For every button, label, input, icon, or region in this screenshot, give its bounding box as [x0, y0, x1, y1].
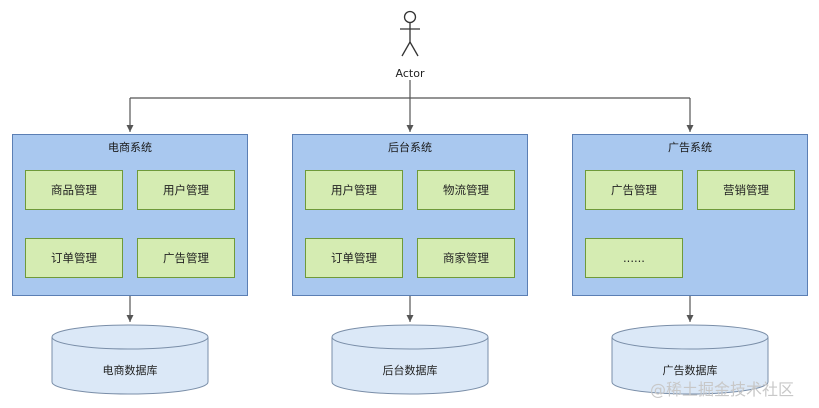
module-box: 订单管理 — [305, 238, 403, 278]
system-title: 电商系统 — [108, 141, 152, 154]
module-box: 订单管理 — [25, 238, 123, 278]
actor-connectors — [126, 80, 694, 132]
module-box: 物流管理 — [417, 170, 515, 210]
system-title: 后台系统 — [388, 141, 432, 154]
system-ecommerce: 电商系统 商品管理 用户管理 订单管理 广告管理 — [12, 134, 248, 296]
system-title: 广告系统 — [668, 141, 712, 154]
module-box: 用户管理 — [305, 170, 403, 210]
database-label: 后台数据库 — [382, 364, 438, 377]
module-box: 广告管理 — [137, 238, 235, 278]
module-box: 商家管理 — [417, 238, 515, 278]
database-label: 广告数据库 — [662, 364, 718, 377]
watermark: @稀土掘金技术社区 — [650, 380, 795, 399]
module-box: 营销管理 — [697, 170, 795, 210]
system-advertising: 广告系统 广告管理 营销管理 ...... — [572, 134, 808, 296]
actor-figure-icon — [400, 10, 420, 57]
module-box: ...... — [585, 238, 683, 278]
database-label: 电商数据库 — [102, 364, 158, 377]
database-connectors — [126, 296, 694, 322]
database-cylinder-3 — [611, 324, 769, 395]
module-box: 用户管理 — [137, 170, 235, 210]
database-cylinder-2 — [331, 324, 489, 395]
system-backend: 后台系统 用户管理 物流管理 订单管理 商家管理 — [292, 134, 528, 296]
module-box: 广告管理 — [585, 170, 683, 210]
module-box: 商品管理 — [25, 170, 123, 210]
database-cylinder-1 — [51, 324, 209, 395]
actor-label: Actor — [395, 67, 425, 80]
